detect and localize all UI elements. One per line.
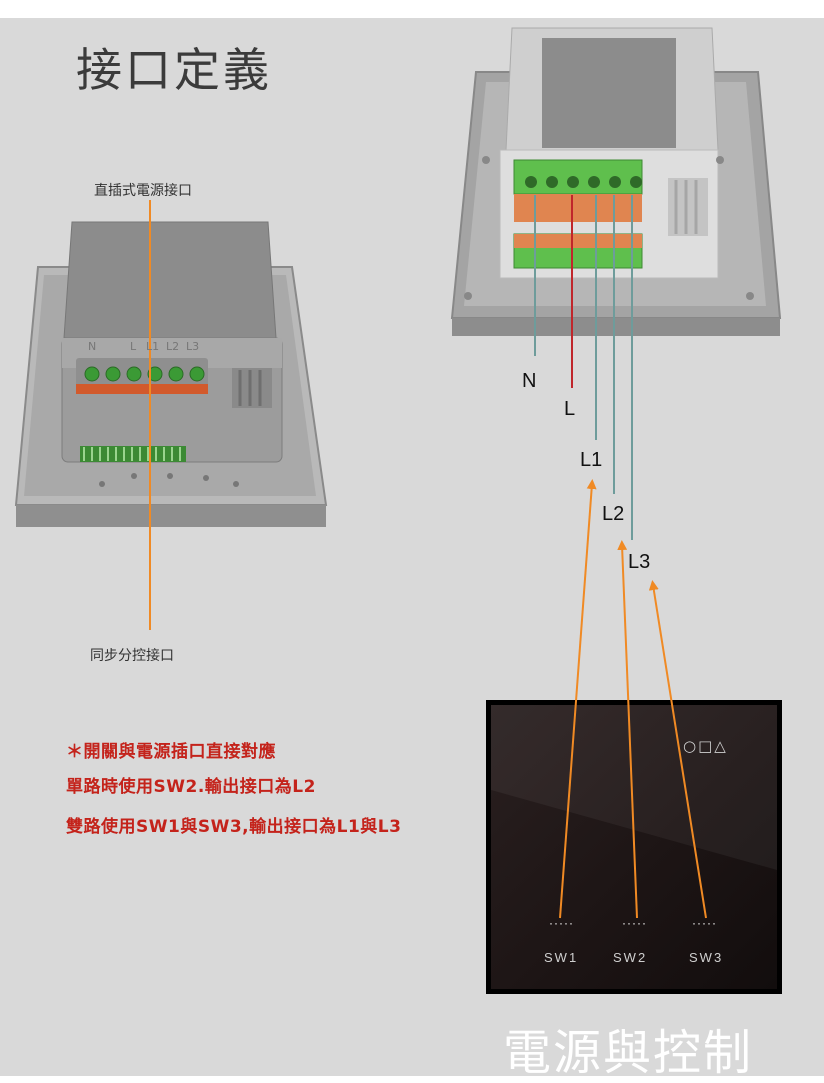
terminal-mark-l2: L2 (166, 340, 180, 353)
footer-caption: 電源與控制 (503, 1025, 754, 1081)
terminal-mark-l: L (130, 340, 137, 353)
switch-arrows (559, 479, 707, 919)
right-terminal-orange (514, 194, 642, 222)
panel-symbols: ○□△ (683, 737, 728, 755)
left-terminal-screws (84, 366, 205, 382)
sync-port-label: 同步分控接口 (90, 648, 174, 664)
left-housing-top (63, 221, 277, 339)
arrow-sw2-l2 (617, 540, 638, 919)
terminal-mark-l3: L3 (186, 340, 200, 353)
sw1-button[interactable]: SW1 (544, 950, 579, 965)
left-frame-edge (16, 505, 326, 527)
wire-label-l1: L1 (580, 449, 603, 471)
right-frame-edge (452, 318, 780, 336)
note-direct-mapping: ＊開關與電源插口直接對應 (66, 742, 276, 762)
sw2-indicator-dots: ····· (622, 916, 647, 930)
wire-label-l2: L2 (602, 503, 625, 525)
panel-reflection (491, 705, 777, 870)
wire-label-l3: L3 (628, 551, 651, 573)
left-vent (232, 368, 272, 408)
sw2-button[interactable]: SW2 (613, 950, 648, 965)
arrow-sw3-l3 (648, 580, 707, 919)
right-vent (668, 178, 708, 236)
wire-label-n: N (522, 370, 537, 392)
left-terminal-orange-strip (76, 384, 208, 394)
sw1-indicator-dots: ····· (549, 916, 574, 930)
terminal-mark-l1: L1 (146, 340, 160, 353)
direct-port-label: 直插式電源接口 (94, 183, 192, 199)
right-terminal-block (513, 159, 643, 195)
page-title: 接口定義 (76, 43, 272, 97)
sw3-indicator-dots: ····· (692, 916, 717, 930)
sw3-button[interactable]: SW3 (689, 950, 724, 965)
right-sync-terminal-orange (514, 234, 642, 248)
right-device (450, 27, 782, 336)
right-transformer (542, 38, 676, 148)
arrow-sw1-l1 (559, 479, 597, 919)
note-dual-channel: 雙路使用SW1與SW3,輸出接口為L1與L3 (66, 817, 402, 837)
wires (534, 195, 633, 540)
note-single-channel: 單路時使用SW2.輸出接口為L2 (66, 777, 316, 797)
wire-label-l: L (564, 398, 576, 420)
terminal-mark-n: N (88, 340, 97, 353)
